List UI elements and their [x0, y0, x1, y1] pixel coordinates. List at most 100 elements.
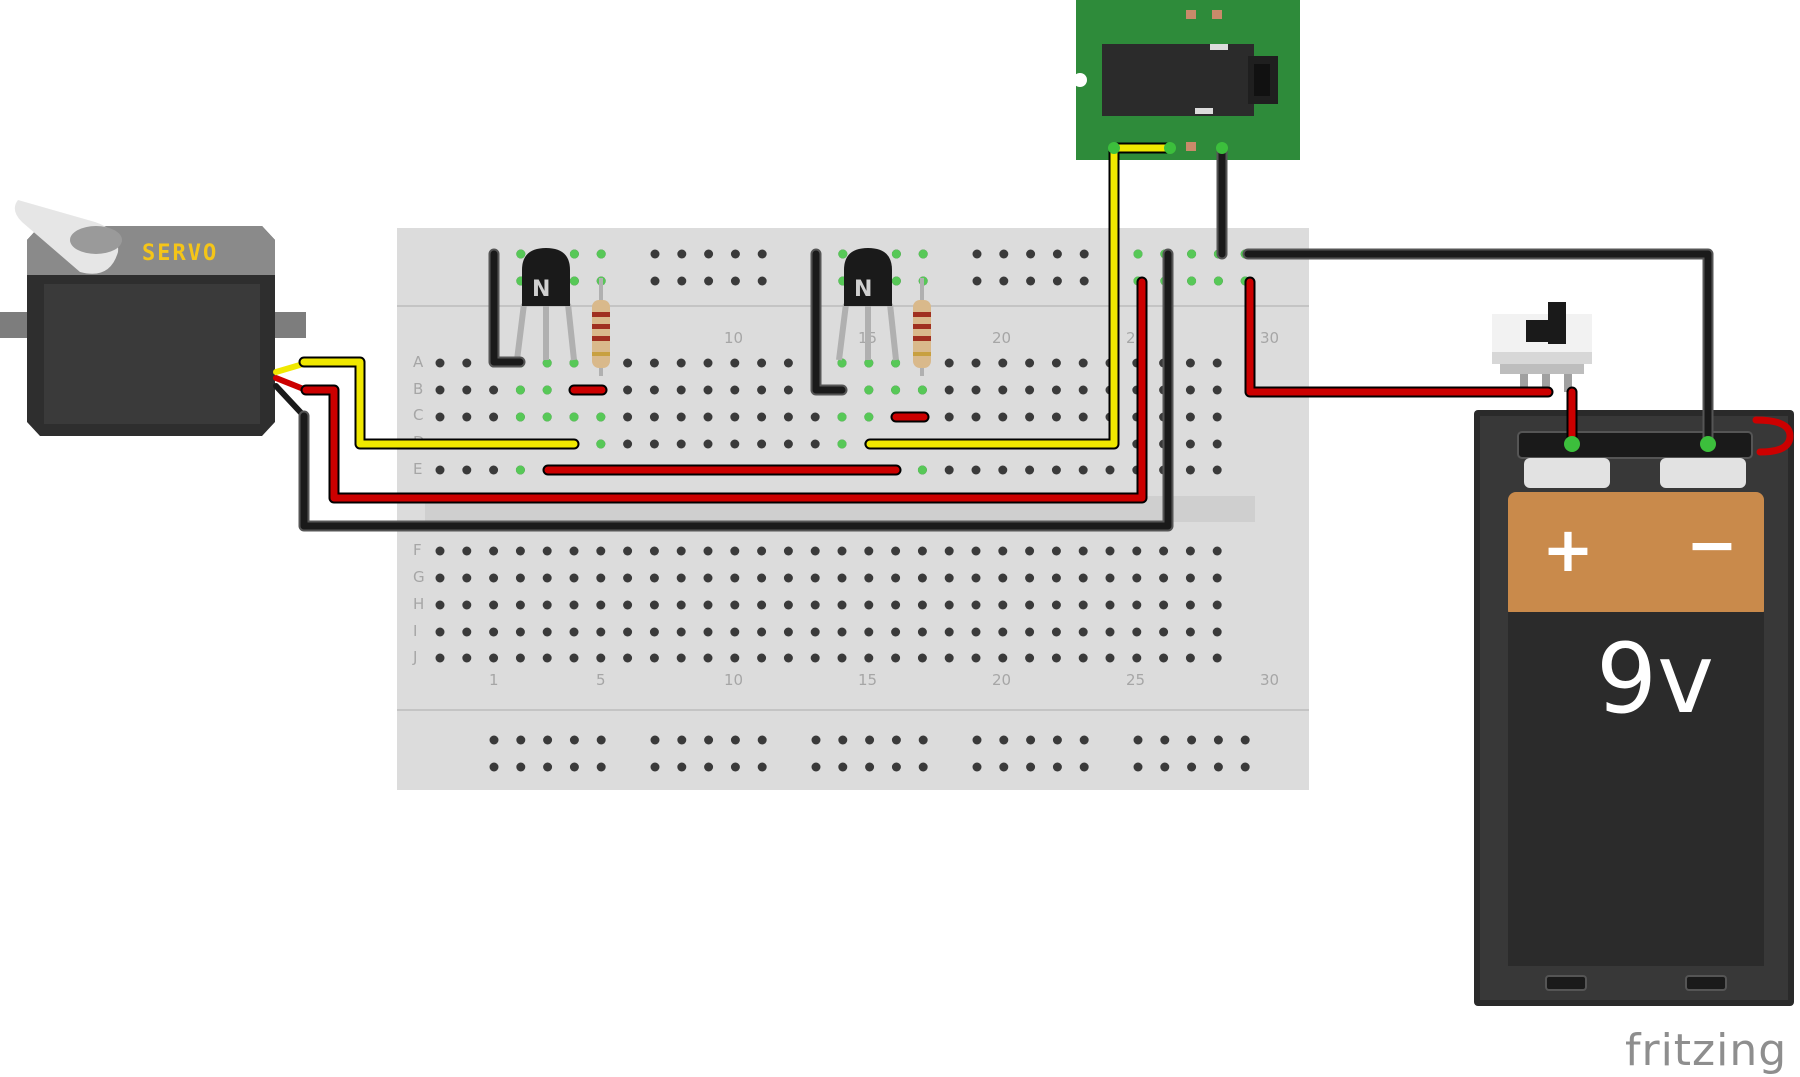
- breadboard-hole: [1079, 249, 1089, 259]
- breadboard-hole: [703, 358, 713, 368]
- breadboard-hole: [944, 573, 954, 583]
- breadboard-hole: [1187, 249, 1197, 259]
- breadboard-hole: [783, 412, 793, 422]
- servo-label: SERVO: [142, 241, 218, 266]
- breadboard-hole: [596, 653, 606, 663]
- breadboard-hole: [569, 249, 579, 259]
- col-label-top-30: 30: [1260, 329, 1279, 347]
- breadboard-hole: [543, 735, 553, 745]
- breadboard-hole: [703, 412, 713, 422]
- breadboard-hole: [917, 465, 927, 475]
- breadboard-hole: [838, 249, 848, 259]
- breadboard-hole: [649, 573, 659, 583]
- breadboard-hole: [1078, 600, 1088, 610]
- servo-motor: SERVO: [0, 200, 306, 436]
- row-label-e: E: [413, 460, 422, 478]
- breadboard-hole: [810, 573, 820, 583]
- breadboard-hole: [998, 412, 1008, 422]
- breadboard-hole: [1213, 762, 1223, 772]
- breadboard-hole: [730, 439, 740, 449]
- breadboard-hole: [435, 653, 445, 663]
- breadboard-hole: [649, 653, 659, 663]
- breadboard-hole: [649, 627, 659, 637]
- breadboard-hole: [971, 653, 981, 663]
- breadboard-hole: [891, 573, 901, 583]
- breadboard-hole: [944, 358, 954, 368]
- breadboard-hole: [542, 412, 552, 422]
- breadboard-hole: [489, 762, 499, 772]
- breadboard-hole: [730, 358, 740, 368]
- breadboard-hole: [757, 439, 767, 449]
- col-label-bottom-1: 1: [489, 671, 499, 689]
- breadboard-hole: [1185, 358, 1195, 368]
- breadboard-hole: [623, 385, 633, 395]
- breadboard-hole: [703, 653, 713, 663]
- breadboard-hole: [1079, 276, 1089, 286]
- breadboard-hole: [650, 735, 660, 745]
- breadboard-hole: [569, 573, 579, 583]
- breadboard-hole: [1051, 412, 1061, 422]
- breadboard-hole: [891, 600, 901, 610]
- breadboard-hole: [944, 627, 954, 637]
- breadboard-hole: [1105, 600, 1115, 610]
- breadboard-hole: [1212, 465, 1222, 475]
- breadboard-hole: [462, 653, 472, 663]
- breadboard-hole: [650, 249, 660, 259]
- wire-endpoints: [1108, 142, 1716, 452]
- breadboard-hole: [918, 762, 928, 772]
- breadboard-hole: [1025, 573, 1035, 583]
- col-label-bottom-25: 25: [1126, 671, 1145, 689]
- breadboard-hole: [1159, 573, 1169, 583]
- breadboard-hole: [783, 653, 793, 663]
- breadboard-hole: [972, 762, 982, 772]
- breadboard-hole: [864, 546, 874, 556]
- breadboard-hole: [1185, 439, 1195, 449]
- breadboard-hole: [811, 735, 821, 745]
- breadboard-hole: [998, 358, 1008, 368]
- breadboard-hole: [1212, 439, 1222, 449]
- breadboard-hole: [918, 735, 928, 745]
- breadboard-hole: [569, 546, 579, 556]
- breadboard-hole: [649, 385, 659, 395]
- col-label-bottom-15: 15: [858, 671, 877, 689]
- breadboard-hole: [676, 600, 686, 610]
- breadboard-hole: [998, 627, 1008, 637]
- breadboard-hole: [677, 276, 687, 286]
- breadboard-hole: [971, 573, 981, 583]
- breadboard-hole: [972, 276, 982, 286]
- breadboard-hole: [703, 439, 713, 449]
- breadboard-hole: [703, 600, 713, 610]
- breadboard-hole: [515, 573, 525, 583]
- breadboard-hole: [1105, 627, 1115, 637]
- breadboard-hole: [1185, 385, 1195, 395]
- breadboard-hole: [917, 600, 927, 610]
- breadboard-hole: [704, 276, 714, 286]
- breadboard-hole: [1212, 573, 1222, 583]
- breadboard-hole: [1105, 573, 1115, 583]
- breadboard-hole: [569, 412, 579, 422]
- battery-9v: + − 9v: [1474, 410, 1794, 1006]
- breadboard-hole: [811, 762, 821, 772]
- breadboard-hole: [837, 358, 847, 368]
- breadboard-hole: [757, 358, 767, 368]
- breadboard-hole: [1132, 546, 1142, 556]
- breadboard-hole: [649, 600, 659, 610]
- breadboard-hole: [596, 249, 606, 259]
- breadboard-hole: [810, 653, 820, 663]
- breadboard-hole: [569, 653, 579, 663]
- breadboard-hole: [730, 762, 740, 772]
- breadboard-hole: [542, 600, 552, 610]
- row-label-h: H: [413, 595, 424, 613]
- breadboard-hole: [944, 600, 954, 610]
- row-label-j: J: [412, 648, 417, 666]
- row-label-f: F: [413, 541, 422, 559]
- battery-voltage-label: 9v: [1596, 623, 1714, 735]
- breadboard-hole: [596, 546, 606, 556]
- breadboard-hole: [704, 762, 714, 772]
- breadboard-hole: [623, 600, 633, 610]
- breadboard-hole: [998, 546, 1008, 556]
- breadboard-hole: [1212, 627, 1222, 637]
- breadboard-hole: [998, 465, 1008, 475]
- row-label-i: I: [413, 622, 417, 640]
- breadboard-hole: [462, 600, 472, 610]
